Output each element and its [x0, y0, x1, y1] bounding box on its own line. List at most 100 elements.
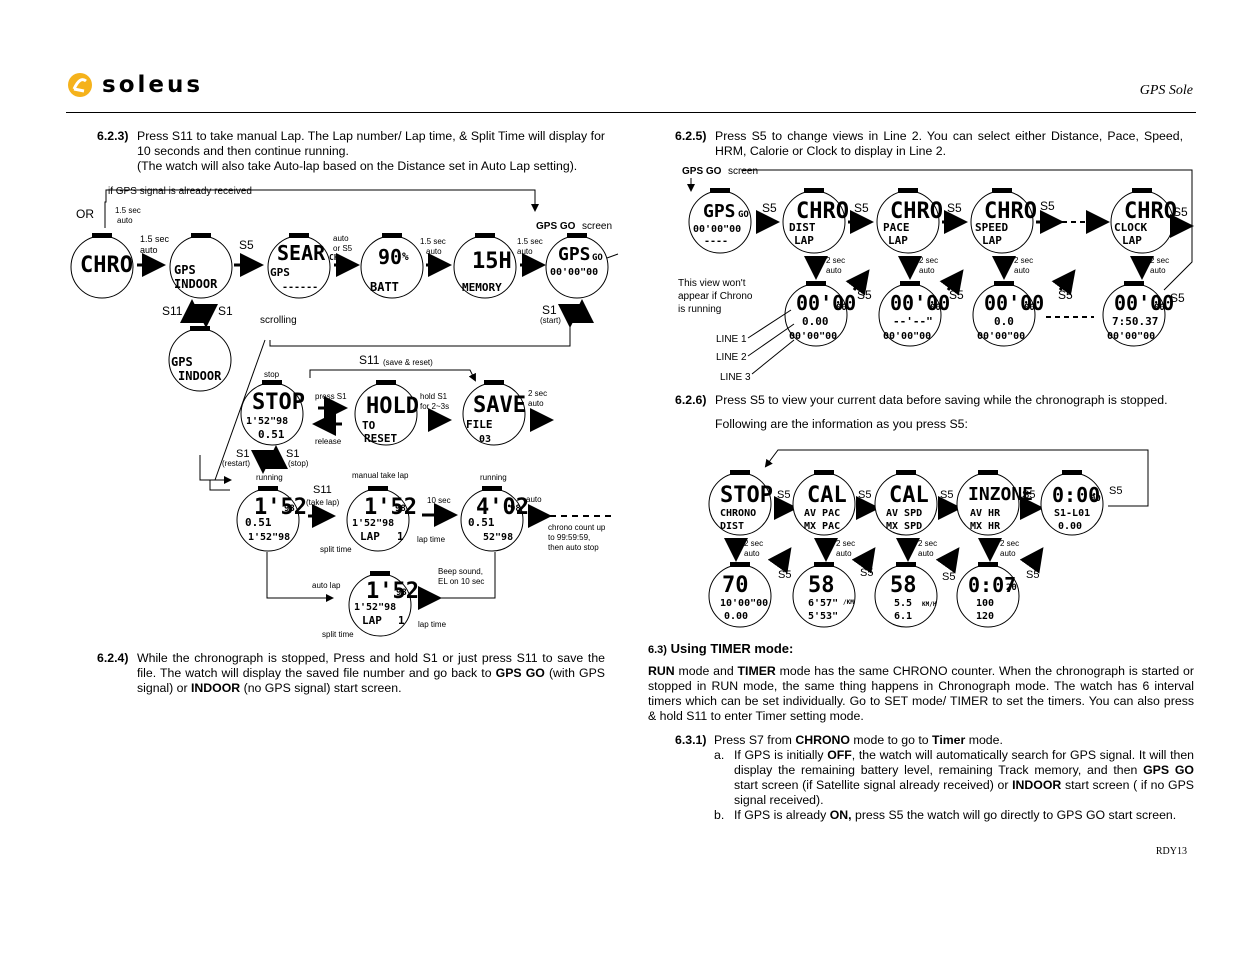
watch-pace-58: 58 6'57" /KM 5'53" — [792, 562, 856, 628]
svg-text:98: 98 — [395, 504, 406, 514]
saved-data-views-diagram: STOP CHRONO DIST S5 CAL AV PAC MX PAC S5… — [708, 449, 1149, 628]
svg-text:running: running — [480, 473, 507, 482]
svg-text:or S5: or S5 — [333, 244, 353, 253]
watch-memory: 15H MEMORY — [453, 233, 517, 299]
list-item-a: a. If GPS is initially OFF, the watch wi… — [714, 748, 1194, 807]
svg-text:03: 03 — [479, 434, 491, 445]
watch-gps-go: GPS GO 00'00"00 — [545, 233, 619, 299]
svg-text:auto: auto — [526, 495, 542, 504]
watch-stop: STOP 1'52"98 0.51 — [240, 380, 305, 446]
svg-text:S5: S5 — [858, 489, 871, 501]
svg-text:auto: auto — [140, 245, 158, 255]
svg-text:press S1: press S1 — [315, 392, 347, 401]
watch-lap: 1'52 98 1'52"98 LAP 1 — [346, 486, 417, 552]
svg-text:S1: S1 — [542, 303, 557, 317]
svg-text:CAL: CAL — [807, 483, 847, 508]
svg-text:MX SPD: MX SPD — [886, 521, 922, 532]
svg-text:5.5: 5.5 — [894, 598, 912, 609]
svg-text:S5: S5 — [857, 288, 872, 302]
svg-text:(take lap): (take lap) — [306, 498, 340, 507]
watch-cal-speed: CAL AV SPD MX SPD — [874, 470, 938, 536]
label-15sec: 1.5 sec — [115, 206, 141, 215]
svg-text:KM/H: KM/H — [922, 601, 937, 608]
svg-text:auto: auto — [836, 549, 852, 558]
svg-text:(save & reset): (save & reset) — [383, 358, 433, 367]
svg-text:90: 90 — [378, 245, 402, 269]
svg-text:GO: GO — [592, 253, 603, 263]
svg-text:SPEED: SPEED — [975, 221, 1008, 234]
svg-text:appear if Chrono: appear if Chrono — [678, 291, 753, 302]
svg-text:0:00: 0:00 — [1052, 483, 1100, 507]
svg-text:00: 00 — [836, 303, 847, 313]
watch-chro-dist: CHRO DIST LAP — [782, 188, 849, 254]
svg-text:INDOOR: INDOOR — [178, 369, 222, 383]
svg-text:98: 98 — [396, 588, 407, 598]
svg-text:auto: auto — [528, 399, 544, 408]
label-or: OR — [76, 207, 94, 221]
svg-text:00'00"00: 00'00"00 — [789, 331, 837, 342]
svg-text:to 99:59:59,: to 99:59:59, — [548, 533, 590, 542]
svg-text:0.00: 0.00 — [1058, 521, 1082, 532]
label-gps-received: if GPS signal is already received — [108, 186, 252, 197]
svg-text:58: 58 — [890, 573, 917, 598]
svg-text:AV PAC: AV PAC — [804, 508, 840, 519]
svg-text:scrolling: scrolling — [260, 315, 297, 326]
watch-cal-pace: CAL AV PAC MX PAC — [792, 470, 856, 536]
svg-text:hold S1: hold S1 — [420, 392, 448, 401]
logo-mark-icon — [68, 73, 92, 97]
svg-text:S1: S1 — [236, 448, 249, 460]
svg-text:stop: stop — [264, 370, 280, 379]
label-auto: auto — [117, 216, 133, 225]
svg-text:RESET: RESET — [364, 432, 397, 445]
watch-gps-indoor: GPS INDOOR — [169, 233, 233, 299]
svg-text:(stop): (stop) — [288, 459, 309, 468]
svg-text:chrono count up: chrono count up — [548, 523, 606, 532]
watch-line-clock: 00'00 00 7:50.37 00'00"00 — [1102, 281, 1174, 347]
header-rule — [66, 112, 1196, 113]
brand-name: soleus — [102, 72, 204, 98]
svg-text:0.51: 0.51 — [468, 516, 495, 529]
svg-text:LAP: LAP — [362, 614, 382, 627]
svg-text:0.00: 0.00 — [802, 315, 829, 328]
svg-text:S5: S5 — [777, 489, 790, 501]
svg-text:CHRO: CHRO — [890, 199, 943, 224]
svg-text:LINE 2: LINE 2 — [716, 352, 747, 363]
svg-text:screen: screen — [728, 166, 758, 177]
label-screen: screen — [582, 221, 612, 232]
svg-text:0.00: 0.00 — [724, 611, 748, 622]
svg-text:LAP: LAP — [1122, 234, 1142, 247]
svg-text:LINE 1: LINE 1 — [716, 334, 747, 345]
svg-text:00'00"00: 00'00"00 — [550, 267, 598, 278]
svg-text:running: running — [256, 473, 283, 482]
svg-text:1'52"98: 1'52"98 — [354, 602, 396, 613]
svg-text:GO: GO — [738, 210, 749, 220]
watch-hold: HOLD TO RESET — [354, 380, 419, 446]
svg-text:2 sec: 2 sec — [918, 539, 937, 548]
svg-text:auto: auto — [426, 247, 442, 256]
svg-text:release: release — [315, 437, 342, 446]
svg-text:1'52: 1'52 — [366, 579, 419, 604]
watch-search: SEAR CH GPS ------ — [267, 233, 339, 299]
svg-text:auto: auto — [919, 266, 935, 275]
svg-text:2 sec: 2 sec — [1014, 256, 1033, 265]
svg-text:0:07: 0:07 — [968, 573, 1016, 597]
list-item-b: b. If GPS is already ON, press S5 the wa… — [714, 808, 1177, 822]
svg-text:Beep sound,: Beep sound, — [438, 567, 483, 576]
svg-text:S1: S1 — [218, 304, 233, 318]
svg-text:then auto stop: then auto stop — [548, 543, 599, 552]
svg-text:10'00"00: 10'00"00 — [720, 598, 768, 609]
svg-text:S11: S11 — [313, 484, 332, 496]
svg-text:00'00"00: 00'00"00 — [693, 224, 741, 235]
svg-text:58: 58 — [808, 573, 835, 598]
svg-text:EL on 10 sec: EL on 10 sec — [438, 577, 484, 586]
svg-text:S5: S5 — [1022, 489, 1035, 501]
svg-text:1'52"98: 1'52"98 — [352, 518, 394, 529]
svg-text:S5: S5 — [1109, 485, 1122, 497]
section-6-3-title: 6.3) Using TIMER mode: — [648, 641, 794, 656]
svg-text:S5: S5 — [942, 571, 955, 583]
svg-text:S5: S5 — [1170, 291, 1185, 305]
svg-text:CHRO: CHRO — [80, 253, 133, 278]
svg-text:20: 20 — [1006, 583, 1017, 593]
watch-line-pace: 00'00 00 --'--" 00'00"00 — [878, 281, 950, 347]
svg-text:split time: split time — [320, 545, 352, 554]
